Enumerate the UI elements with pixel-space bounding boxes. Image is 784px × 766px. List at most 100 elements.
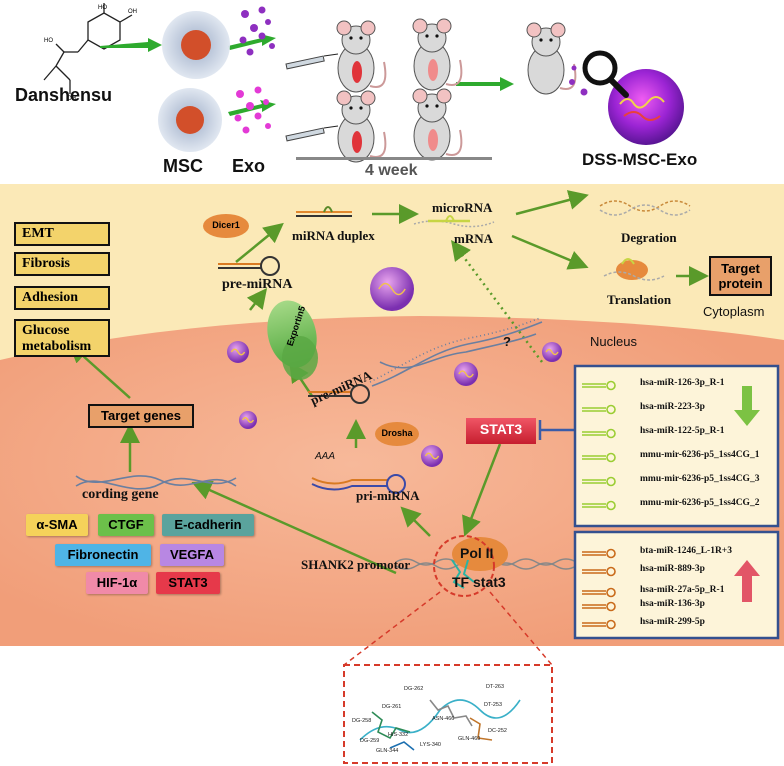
mirna-hairpin-icon: [582, 566, 616, 577]
syringe-icon: [285, 53, 339, 142]
mouse-group: [336, 18, 577, 163]
msc-label: MSC: [163, 156, 203, 176]
exosome-dots: [569, 65, 588, 96]
danshensu-structure: [43, 3, 133, 94]
mirna-hairpin-icon: [582, 587, 616, 598]
pri-mirna-label: pri-miRNA: [356, 488, 420, 503]
target-protein-box: Target protein: [709, 256, 772, 296]
dotted-arrow: [451, 239, 544, 363]
mouse-icon: [336, 20, 387, 93]
mirna-down-item: hsa-miR-122-5p_R-1: [640, 426, 725, 436]
inhibition-line: [538, 420, 580, 440]
pri-mirna-icon: [311, 474, 406, 494]
up-arrow-icon: [734, 560, 760, 602]
oh-label: HO: [44, 38, 53, 44]
aaa-label: AAA: [315, 451, 336, 462]
msc-cell: [162, 11, 230, 79]
mirna-hairpin-icons: [582, 380, 616, 630]
mirna-down-item: hsa-miR-223-3p: [640, 402, 705, 412]
down-arrow-icon: [734, 386, 760, 426]
docking-residue-label: GLN-344: [376, 748, 398, 754]
stat3-box: [466, 418, 536, 444]
process-box-adhesion: Adhesion: [14, 286, 110, 310]
docking-residue-label: DG-261: [382, 704, 401, 710]
docking-residue-label: DT-263: [486, 684, 504, 690]
target-genes-box: Target genes: [88, 404, 194, 428]
docking-residue-label: ASN-466: [432, 716, 454, 722]
marker-fibronectin: Fibronectin: [55, 544, 151, 566]
mouse-icon: [412, 18, 463, 91]
marker-e-cadherin: E-cadherin: [162, 514, 254, 536]
mirna-down-item: mmu-mir-6236-p5_1ss4CG_3: [640, 474, 760, 484]
translation-label: Translation: [607, 292, 672, 307]
mirna-up-item: hsa-miR-136-3p: [640, 599, 705, 609]
docking-residue-label: DC-252: [488, 728, 507, 734]
mirna-hairpin-icon: [582, 619, 616, 630]
mirna-up-item: hsa-miR-299-5p: [640, 617, 705, 627]
docking-residue-label: DT-253: [484, 702, 502, 708]
mirna-down-item: mmu-mir-6236-p5_1ss4CG_1: [640, 450, 760, 460]
docking-residue-label: GLN-469: [458, 736, 480, 742]
exosome-dots: [234, 86, 271, 134]
mouse-icon: [526, 22, 577, 95]
magnifier-icon: [582, 50, 629, 98]
docking-structure: [359, 699, 521, 751]
tf-stat3-label: TF stat3: [452, 574, 506, 590]
mouse-icon: [412, 88, 463, 161]
pre-mirna-cyto-label: pre-miRNA: [222, 277, 293, 292]
msc-cell: [158, 88, 222, 152]
question-mark: ?: [503, 334, 511, 349]
process-box-emt: EMT: [14, 222, 110, 246]
ribosome-icon: [603, 258, 665, 281]
mirna-duplex-icon: [296, 206, 352, 217]
shank2-promotor-label: SHANK2 promotor: [301, 557, 411, 572]
timeline-bar: [296, 157, 492, 160]
mirna-hairpin-icon: [582, 404, 616, 415]
degradation-label: Degration: [621, 230, 677, 245]
dss-msc-exo-label: DSS-MSC-Exo: [582, 150, 698, 169]
docking-residue-label: DG-258: [352, 718, 371, 724]
mirna-hairpin-icon: [582, 500, 616, 511]
mouse-icon: [336, 90, 387, 163]
microrna-label: microRNA: [432, 200, 493, 215]
mrna-label: mRNA: [454, 231, 493, 246]
dicer1-label: Dicer1: [212, 220, 240, 230]
duration-label: 4 week: [365, 162, 418, 179]
stat3-label: STAT3: [479, 421, 523, 437]
marker-hif-1a: HIF-1α: [86, 572, 148, 594]
marker-stat3: STAT3: [156, 572, 220, 594]
exo-label: Exo: [232, 156, 266, 176]
nucleus-label: Nucleus: [590, 334, 637, 349]
docking-residue-label: DG-259: [360, 738, 379, 744]
degradation-rna-icon: [599, 200, 691, 216]
mirna-hairpin-icon: [582, 601, 616, 612]
docking-highlight-circle: [433, 535, 495, 597]
drosha-enzyme: [375, 422, 419, 446]
mirna-hairpin-icon: [582, 548, 616, 559]
pre-mirna-icon: [308, 384, 370, 404]
dicer1-enzyme: [203, 214, 249, 238]
dna-helix-icon: [75, 475, 237, 490]
coding-gene-label: cording gene: [82, 487, 159, 502]
cytoplasm-label: Cytoplasm: [703, 304, 765, 319]
mirna-hairpin-icon: [582, 476, 616, 487]
marker-ctgf: CTGF: [98, 514, 154, 536]
mirna-hairpin-icon: [582, 428, 616, 439]
mirna-up-item: hsa-miR-27a-5p_R-1: [640, 585, 725, 595]
exosome-spheres: [227, 267, 562, 467]
marker-vegfa: VEGFA: [160, 544, 224, 566]
docking-residue-label: LYS-340: [420, 742, 441, 748]
mirna-hairpin-icon: [582, 380, 616, 391]
process-box-glucose-metabolism: Glucose metabolism: [14, 319, 110, 357]
zoom-lines: [343, 591, 553, 666]
process-box-fibrosis: Fibrosis: [14, 252, 110, 276]
exportin5-icon: [267, 300, 318, 380]
oh-label: OH: [128, 9, 137, 15]
drosha-label: Drosha: [381, 428, 413, 438]
pre-mirna-icon: [218, 256, 280, 276]
docking-residue-label: DG-262: [404, 686, 423, 692]
mirna-down-item: hsa-miR-126-3p_R-1: [640, 378, 725, 388]
dna-helix-icon: [369, 317, 543, 387]
